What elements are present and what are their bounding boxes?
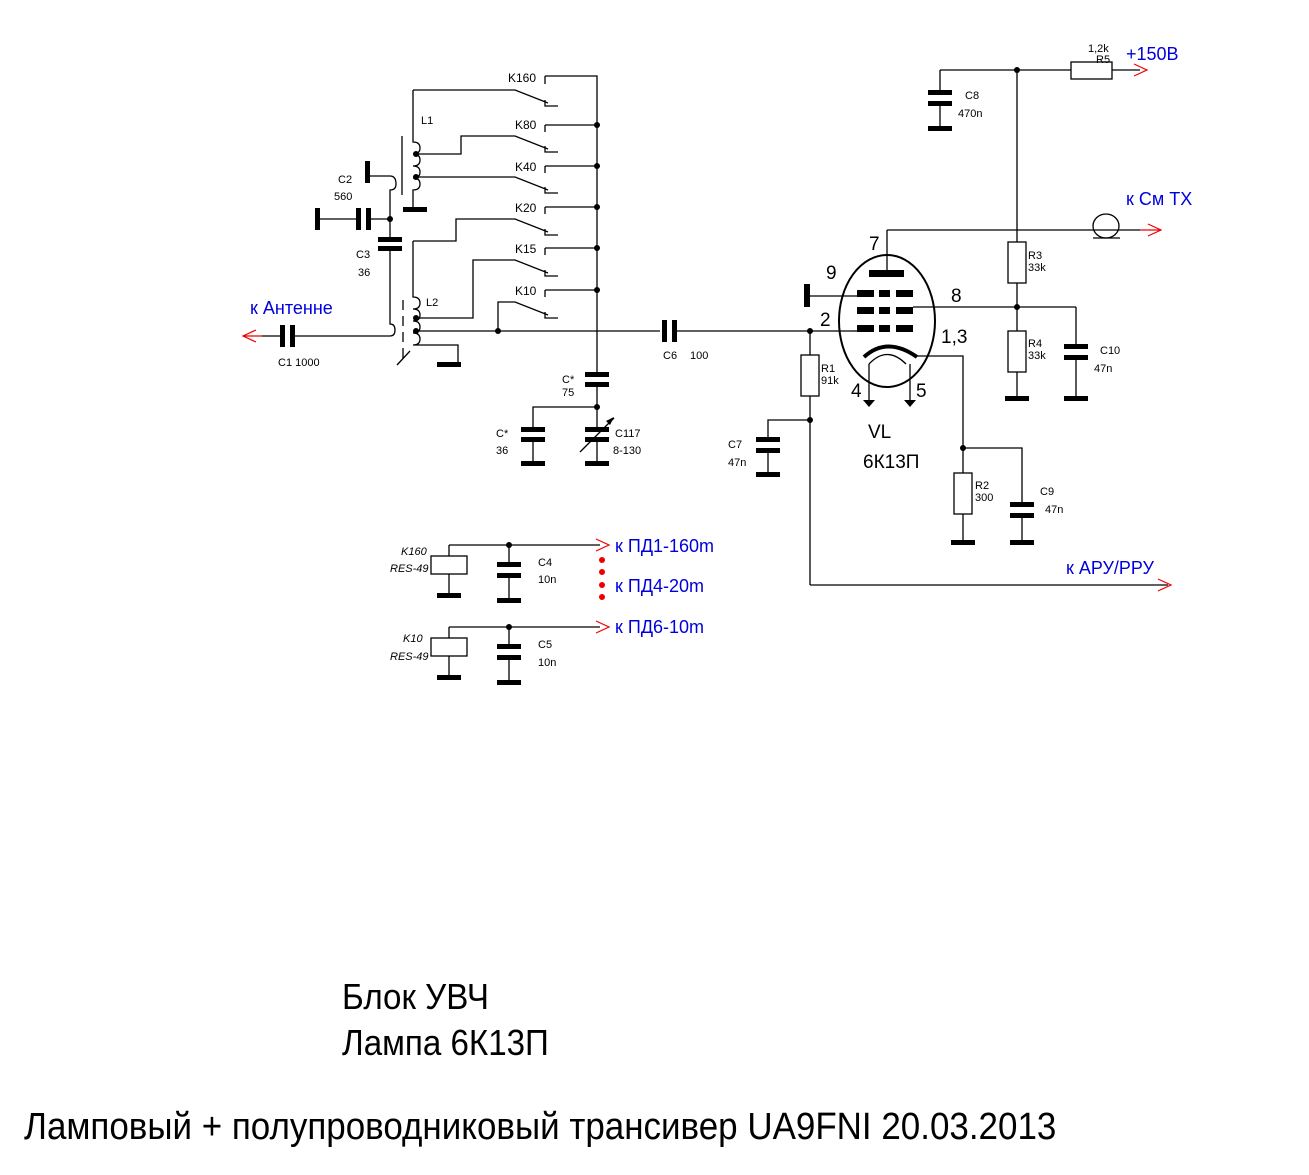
tube-title: Лампа 6К13П (342, 1022, 549, 1063)
k160-ref: K160 (401, 546, 428, 558)
block-title: Блок УВЧ (342, 976, 489, 1017)
r3-value: 33k (1028, 262, 1046, 274)
c3-value: 36 (358, 267, 370, 279)
c1-label: C1 1000 (278, 357, 320, 369)
k10-ref: K10 (403, 633, 423, 645)
cstar36-ref: C* (496, 428, 509, 440)
tuning-capacitors: C* 75 C* 36 C117 8-130 (496, 372, 641, 466)
cstar75-value: 75 (562, 387, 574, 399)
c2-ref: C2 (338, 174, 352, 186)
coil-l2: L2 (396, 218, 660, 367)
c7-value: 47n (728, 457, 746, 469)
pd6-arrow-icon (595, 620, 611, 634)
pin-cathode: 1,3 (941, 327, 967, 348)
continuation-dots: к ПД4-20m (599, 557, 704, 600)
switch-k15: K15 (515, 242, 537, 256)
supply-filter: R5 1,2k C8 470n +150В (928, 43, 1179, 131)
c9-ref: C9 (1040, 486, 1054, 498)
c4-ref: C4 (538, 557, 552, 569)
pd1-arrow-icon (595, 538, 611, 552)
switch-k80: K80 (515, 118, 537, 132)
coil-l1: L1 (401, 89, 558, 212)
c5-ref: C5 (538, 639, 552, 651)
antenna-arrow-icon (241, 329, 262, 343)
pin-heater-a: 4 (851, 381, 862, 402)
antenna-input: к Антенне C1 1000 (241, 250, 396, 369)
mixer-tx-output: к См ТХ (1092, 189, 1192, 239)
supply-arrow-icon (1133, 63, 1149, 77)
pin-g1: 2 (820, 310, 831, 331)
screen-divider: R3 33k R4 33k C10 47n (1005, 70, 1120, 401)
c6-value: 100 (690, 350, 708, 362)
c8-value: 470n (958, 108, 982, 120)
pin-anode: 7 (869, 234, 880, 255)
r3-ref: R3 (1028, 250, 1042, 262)
c6-ref: C6 (663, 350, 677, 362)
pd4-label: к ПД4-20m (615, 576, 704, 596)
pd6-label: к ПД6-10m (615, 617, 704, 637)
c7-ref: C7 (728, 439, 742, 451)
r4-value: 33k (1028, 350, 1046, 362)
relay-k160-circuit: K160 RES-49 C4 10n к ПД1-160m (390, 536, 714, 603)
switch-k40: K40 (515, 160, 537, 174)
grid-bias-network: R1 91k C7 47n к АРУ/РРУ (728, 331, 1173, 592)
r1-ref: R1 (821, 363, 835, 375)
c8-ref: C8 (965, 90, 979, 102)
pin-g2: 8 (951, 286, 962, 307)
c3-ref: C3 (356, 249, 370, 261)
tube-type: 6К13П (863, 452, 919, 473)
r2-ref: R2 (975, 480, 989, 492)
agc-label: к АРУ/РРУ (1066, 558, 1155, 578)
cstar75-ref: C* (562, 374, 575, 386)
c4-value: 10n (538, 574, 556, 586)
c6-coupling: C6 100 (662, 320, 850, 362)
c117-value: 8-130 (613, 445, 641, 457)
l2-label: L2 (426, 297, 438, 309)
c9-value: 47n (1045, 504, 1063, 516)
r1-value: 91k (821, 375, 839, 387)
switch-k20: K20 (515, 201, 537, 215)
pin-g3: 9 (826, 263, 837, 284)
supply-label: +150В (1126, 44, 1179, 64)
agc-arrow-icon (1157, 578, 1173, 592)
project-caption: Ламповый + полупроводниковый трансивер U… (24, 1106, 1057, 1148)
tube-ref: VL (868, 422, 891, 443)
r4-ref: R4 (1028, 338, 1042, 350)
c10-value: 47n (1094, 363, 1112, 375)
switch-k10: K10 (515, 284, 537, 298)
l1-label: L1 (421, 115, 433, 127)
switch-k160: K160 (508, 71, 536, 85)
r5-ref: R5 (1096, 54, 1110, 66)
r2-value: 300 (975, 492, 993, 504)
pin-heater-b: 5 (916, 381, 927, 402)
antenna-label: к Антенне (250, 298, 333, 318)
k160-model: RES-49 (390, 563, 429, 575)
band-switch-bus: K160 K80 K40 K20 K15 K10 (508, 71, 600, 372)
tube-vl: 7 9 8 2 1,3 4 5 VL 6К13П (804, 229, 1140, 473)
r5-value: 1,2k (1088, 43, 1109, 55)
c117-ref: C117 (615, 428, 640, 440)
mixer-tx-label: к См ТХ (1126, 189, 1192, 209)
c5-value: 10n (538, 657, 556, 669)
pd1-label: к ПД1-160m (615, 536, 714, 556)
cstar36-value: 36 (496, 445, 508, 457)
cathode-network: R2 300 C9 47n (951, 445, 1063, 545)
c10-ref: C10 (1100, 345, 1120, 357)
c2-c3-network: C2 560 C3 36 (315, 161, 402, 279)
relay-k10-circuit: K10 RES-49 C5 10n к ПД6-10m (390, 617, 704, 685)
c2-value: 560 (334, 191, 352, 203)
mixer-arrow-icon (1140, 223, 1163, 237)
k10-model: RES-49 (390, 651, 429, 663)
